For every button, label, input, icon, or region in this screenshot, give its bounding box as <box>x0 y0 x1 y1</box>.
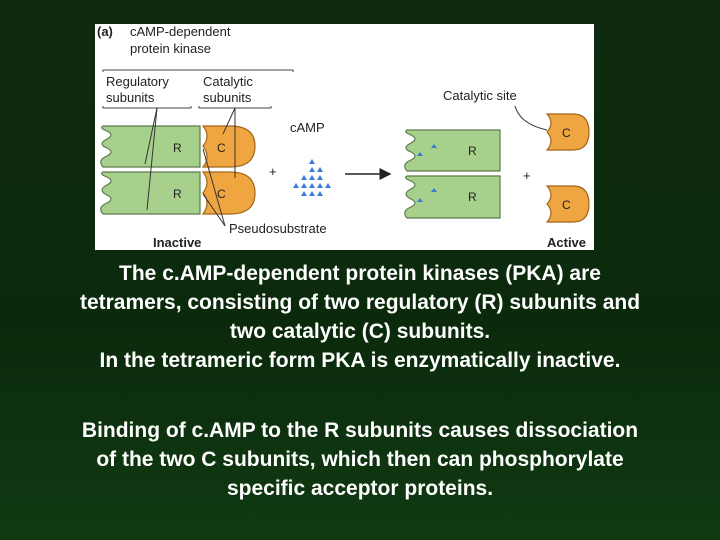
caption-line: of the two C subunits, which then can ph… <box>96 448 624 471</box>
leader-pseudosubstrate-1 <box>202 148 226 227</box>
regulatory-label-1: Regulatory <box>106 74 169 89</box>
r-letter: R <box>468 144 477 158</box>
r-letter: R <box>173 187 182 201</box>
title-bracket <box>102 69 294 72</box>
c-letter: C <box>562 126 571 140</box>
c-letter: C <box>217 141 226 155</box>
caption-line: tetramers, consisting of two regulatory … <box>79 291 641 314</box>
inactive-r-subunit-bottom: R <box>100 171 201 215</box>
leader-catalytic-1 <box>222 107 236 135</box>
caption-line: In the tetrameric form PKA is enzymatica… <box>99 349 621 372</box>
camp-molecules <box>293 159 331 196</box>
caption-line: specific acceptor proteins. <box>226 477 494 500</box>
leader-regulatory-2 <box>146 107 158 211</box>
camp-label: cAMP <box>290 120 325 135</box>
caption-line: Binding of c.AMP to the R subunits cause… <box>81 419 639 442</box>
r-letter: R <box>173 141 182 155</box>
leader-pseudosubstrate-2 <box>202 193 226 227</box>
pseudosubstrate-label: Pseudosubstrate <box>229 221 327 236</box>
active-c-subunit-bottom: C <box>545 185 590 223</box>
pka-diagram: (a) cAMP-dependent protein kinase Regula… <box>95 24 594 250</box>
leader-catalytic-site <box>514 105 548 131</box>
inactive-label: Inactive <box>153 235 201 250</box>
catalytic-label-2: subunits <box>203 90 252 105</box>
title-line-2: protein kinase <box>130 41 211 56</box>
panel-label: (a) <box>97 24 113 39</box>
r-letter: R <box>468 190 477 204</box>
regulatory-label-2: subunits <box>106 90 155 105</box>
c-letter: C <box>562 198 571 212</box>
inactive-r-subunit-top: R <box>100 125 201 168</box>
plus-sign-active: + <box>523 168 531 183</box>
active-label: Active <box>547 235 586 250</box>
caption-paragraph-2: Binding of c.AMP to the R subunits cause… <box>0 416 720 503</box>
pka-diagram-svg: (a) cAMP-dependent protein kinase Regula… <box>97 24 590 250</box>
caption-line: two catalytic (C) subunits. <box>229 320 491 343</box>
caption-paragraph-1: The c.AMP-dependent protein kinases (PKA… <box>0 259 720 375</box>
catalytic-bracket <box>198 106 272 109</box>
inactive-c-subunit-bottom: C <box>201 171 256 215</box>
title-line-1: cAMP-dependent <box>130 24 231 39</box>
caption-line: The c.AMP-dependent protein kinases (PKA… <box>119 262 601 285</box>
catalytic-site-label: Catalytic site <box>443 88 517 103</box>
active-r-subunit-top: R <box>404 129 501 172</box>
plus-sign: + <box>269 164 277 179</box>
active-c-subunit-top: C <box>545 113 590 151</box>
catalytic-label-1: Catalytic <box>203 74 253 89</box>
leader-regulatory-1 <box>144 107 158 165</box>
regulatory-bracket <box>102 106 192 109</box>
active-r-subunit-bottom: R <box>404 175 501 219</box>
inactive-c-subunit-top: C <box>201 125 256 168</box>
c-letter: C <box>217 187 226 201</box>
